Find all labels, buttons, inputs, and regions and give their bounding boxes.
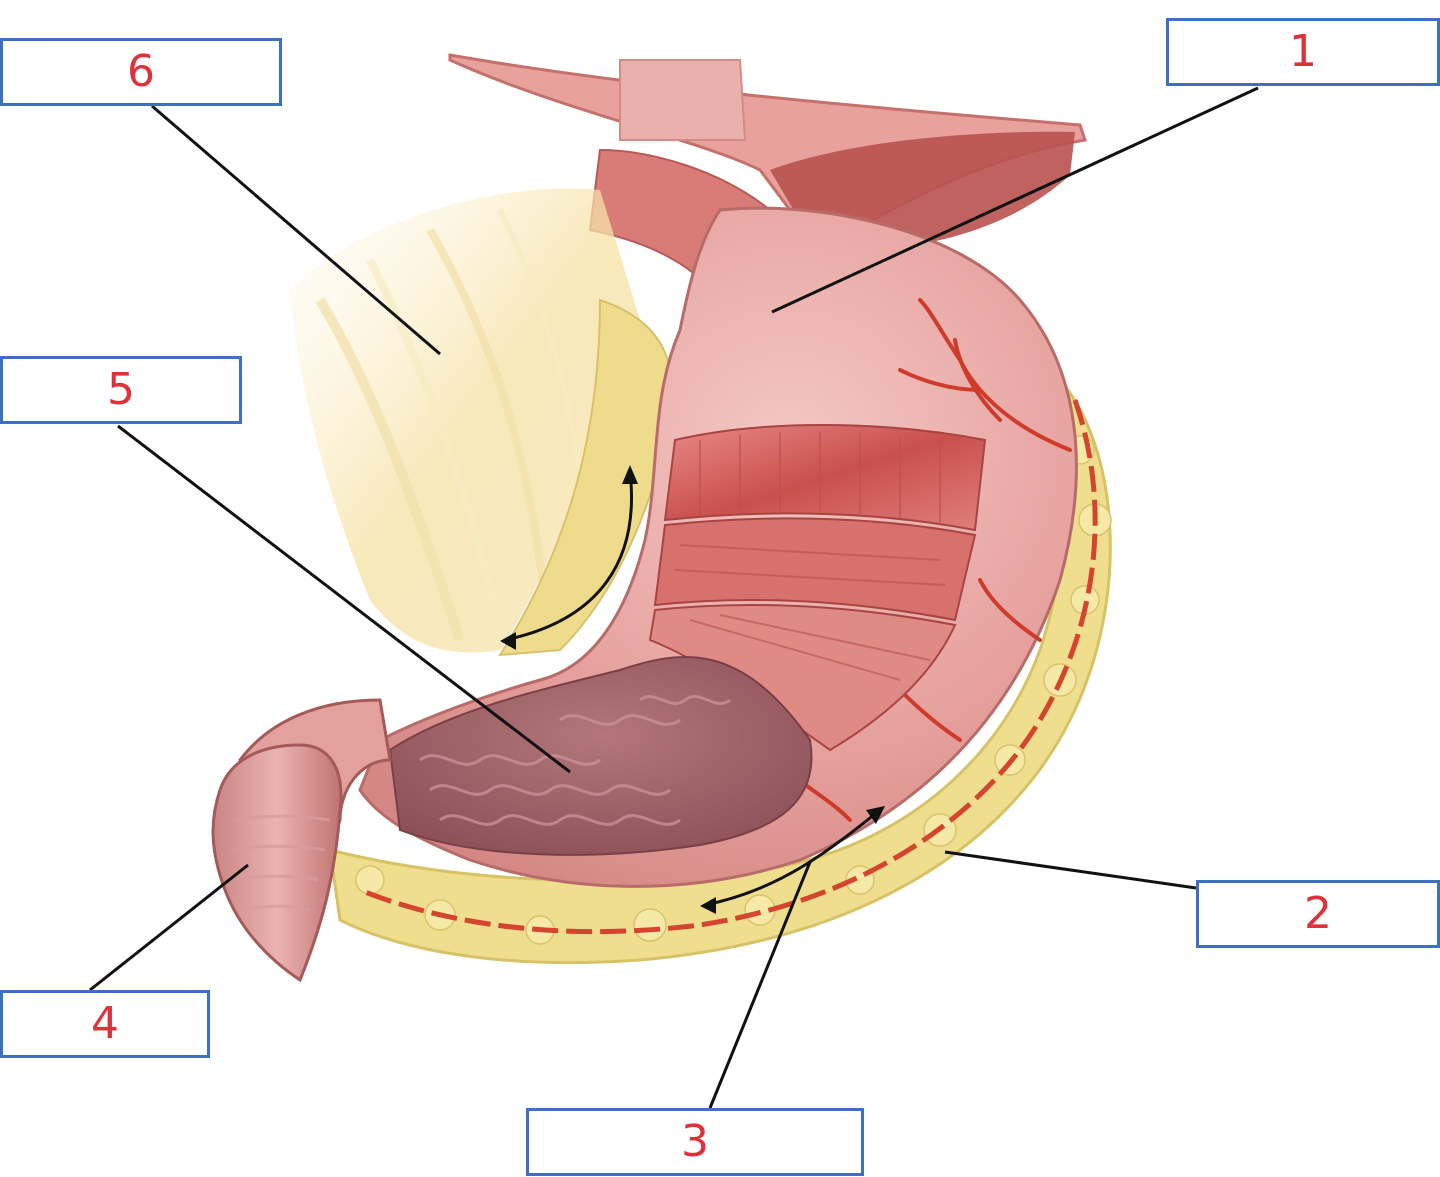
label-number-1: 1 — [1289, 26, 1317, 77]
esophagus — [619, 59, 747, 141]
label-box-1[interactable]: 1 — [1166, 18, 1440, 86]
gastroepiploic-artery — [359, 399, 1098, 935]
label-box-6[interactable]: 6 — [0, 38, 282, 106]
label-box-5[interactable]: 5 — [0, 356, 242, 424]
leader-line-6 — [151, 104, 441, 356]
muscle-layer-circular — [653, 517, 977, 622]
label-number-3: 3 — [681, 1116, 709, 1167]
label-box-2[interactable]: 2 — [1196, 880, 1440, 948]
duodenum — [211, 743, 343, 983]
label-box-4[interactable]: 4 — [0, 990, 210, 1058]
greater-omentum — [328, 377, 1112, 965]
label-box-3[interactable]: 3 — [526, 1108, 864, 1176]
label-number-6: 6 — [127, 46, 155, 97]
lesser-curvature-arrow — [504, 471, 633, 642]
greater-curvature-arrow — [704, 808, 881, 907]
leader-line-3 — [708, 861, 812, 1109]
lesser-omentum — [290, 188, 640, 653]
leader-line-5 — [117, 424, 571, 774]
leader-line-2 — [944, 850, 1197, 890]
muscle-layer-longitudinal — [663, 424, 987, 532]
label-number-5: 5 — [107, 364, 135, 415]
label-number-4: 4 — [91, 998, 119, 1049]
leader-line-1 — [771, 86, 1259, 314]
label-number-2: 2 — [1304, 888, 1332, 939]
leader-line-4 — [89, 863, 249, 992]
stomach-lumen-rugae — [388, 655, 813, 856]
